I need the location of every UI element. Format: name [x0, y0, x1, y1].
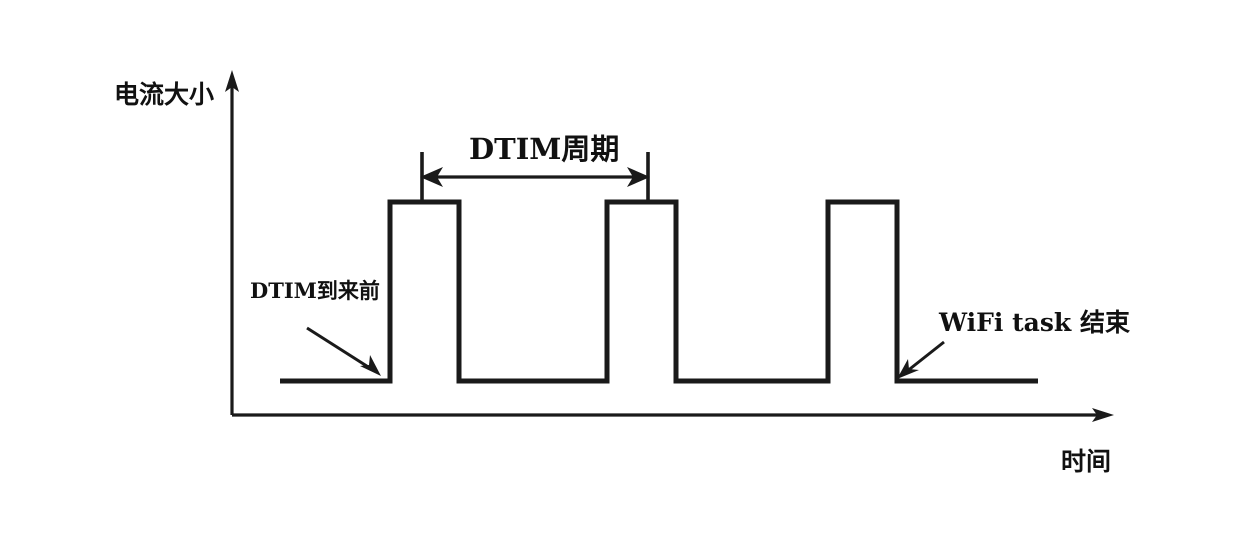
dtim-period-arrow: [420, 167, 650, 187]
dtim-period-label-cjk: 周期: [561, 132, 620, 166]
y-axis-label: 电流大小: [114, 80, 215, 109]
dtim-before-label-latin: DTIM: [250, 278, 317, 303]
wifi-end-leader-arrow: [897, 340, 945, 379]
wifi-end-arrowhead: [897, 359, 919, 379]
dtim-before-label-cjk: 到来前: [316, 279, 380, 303]
dtim-before-arrowhead: [360, 355, 381, 376]
dtim-period-arrowhead-right: [627, 167, 650, 187]
y-axis: [225, 70, 239, 415]
x-axis-label: 时间: [1061, 447, 1112, 476]
x-axis: [232, 408, 1114, 422]
dtim-before-leader-arrow: [306, 326, 381, 376]
wifi-end-label-latin: WiFi task: [939, 308, 1080, 337]
wifi-end-label: WiFi task 结束: [939, 310, 1130, 335]
dtim-before-label: DTIM到来前: [250, 280, 380, 302]
y-axis-arrowhead: [225, 70, 239, 92]
dtim-period-label: DTIM周期: [469, 135, 619, 164]
dtim-period-arrowhead-left: [420, 167, 443, 187]
current-waveform-trace: [280, 199, 1038, 384]
x-axis-arrowhead: [1092, 408, 1114, 422]
wifi-end-label-cjk: 结束: [1079, 308, 1130, 337]
dtim-period-label-latin: DTIM: [469, 132, 562, 166]
